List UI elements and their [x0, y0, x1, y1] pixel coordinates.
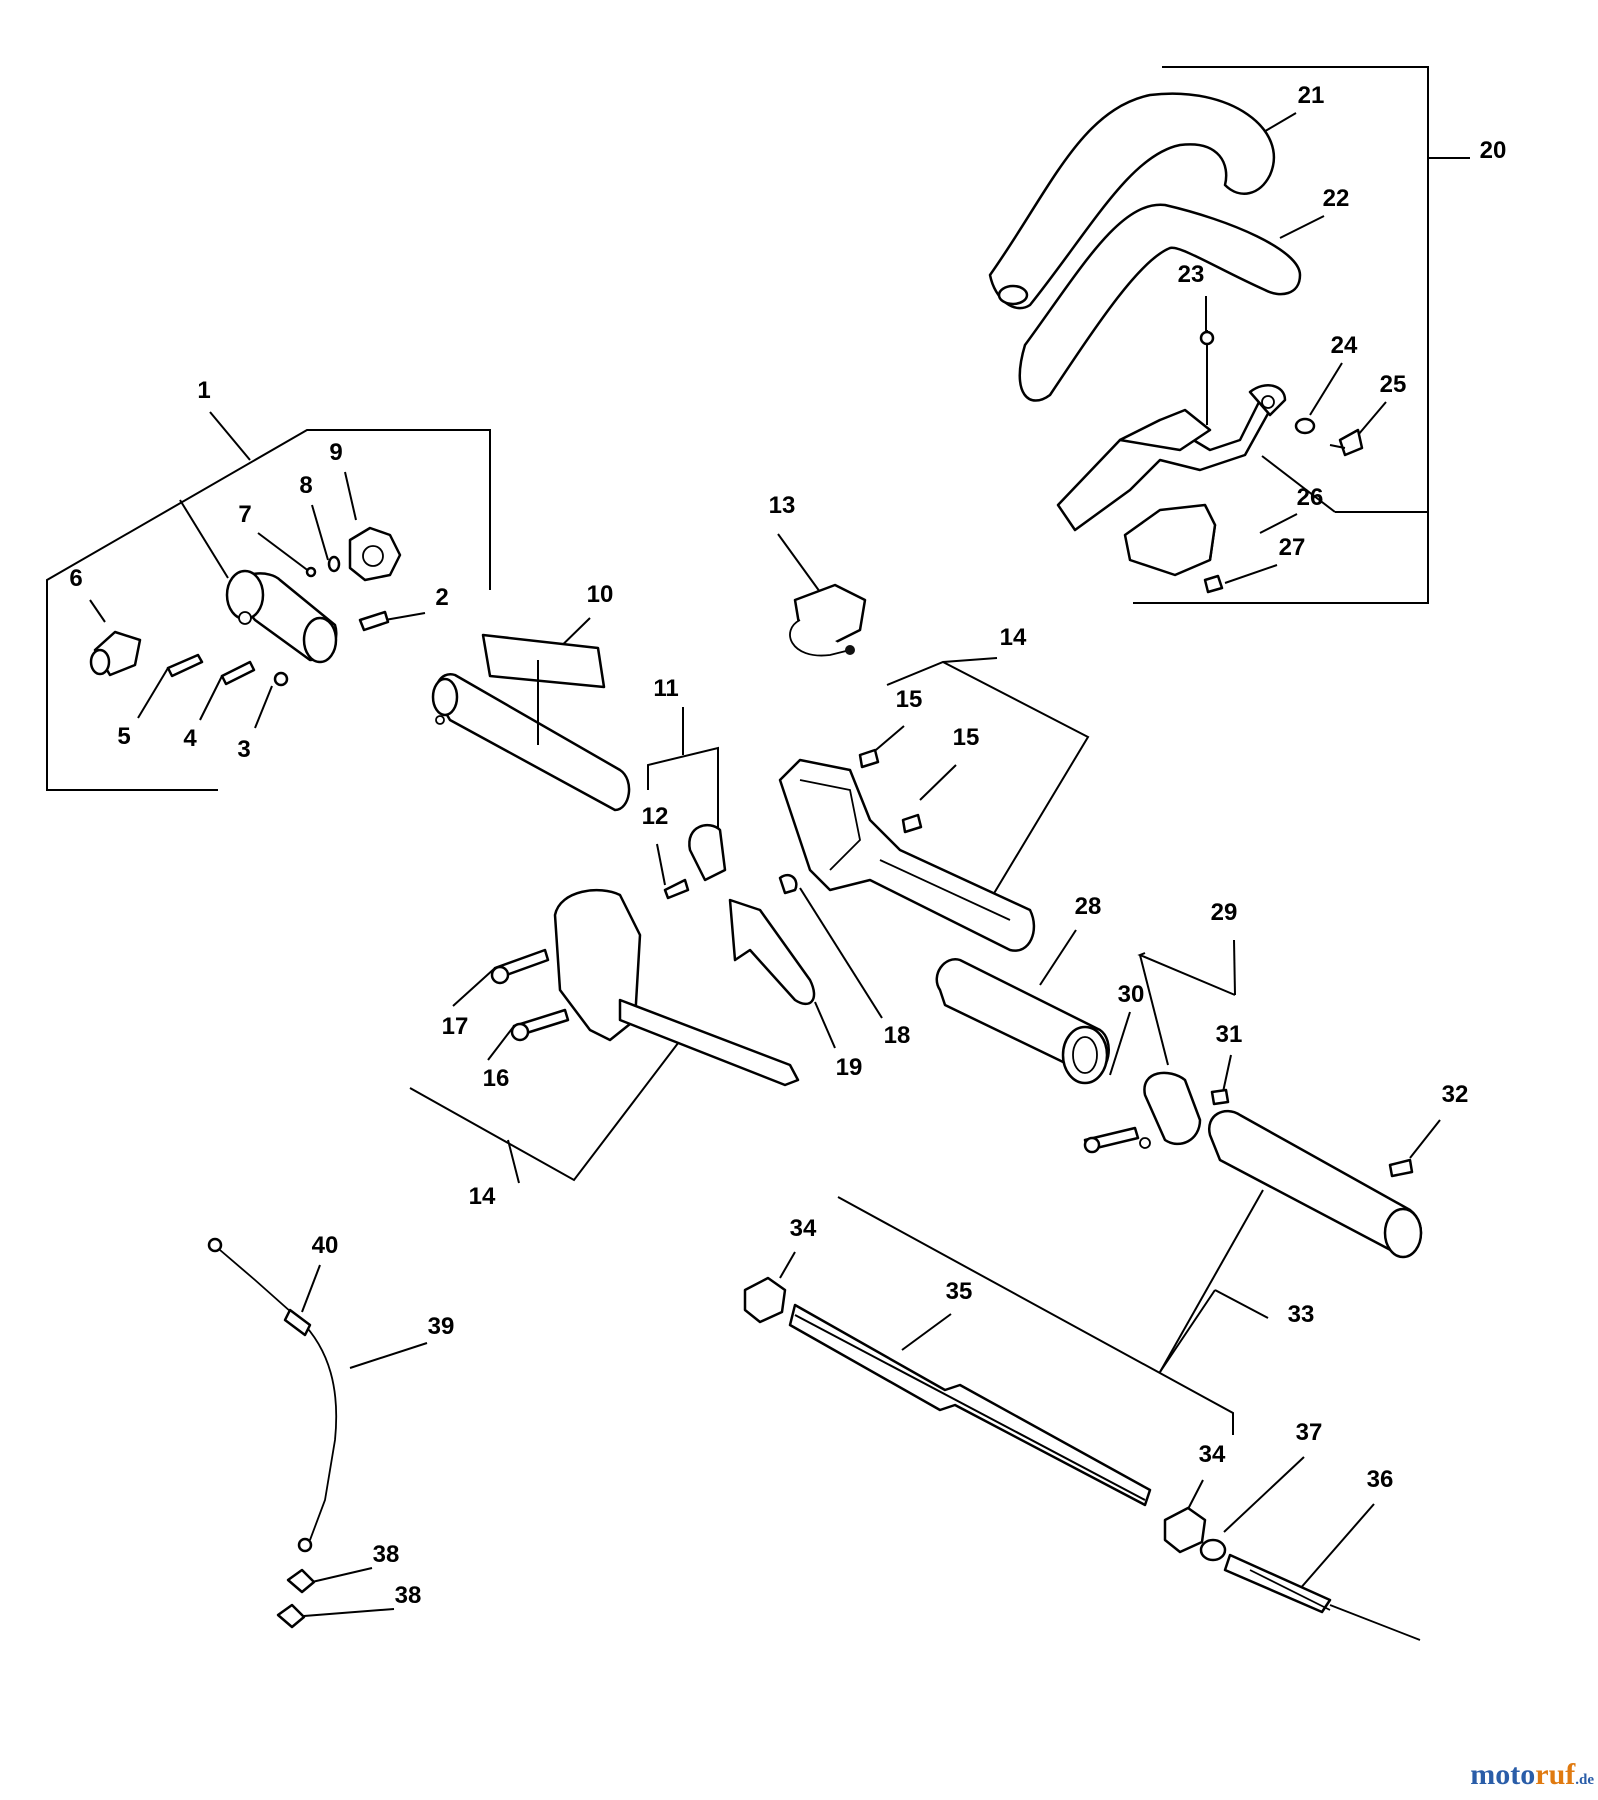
callout-12: 12: [642, 803, 669, 830]
callout-5: 5: [117, 723, 130, 750]
handle-housing-left: [490, 873, 816, 1087]
callout-9: 9: [329, 439, 342, 466]
drive-shaft: [743, 1276, 1421, 1641]
callout-39: 39: [428, 1313, 455, 1340]
callout-27: 27: [1279, 534, 1306, 561]
watermark-logo: motoruf.de: [1470, 1758, 1594, 1792]
watermark-part-2: ruf: [1535, 1758, 1576, 1791]
callout-11: 11: [653, 675, 678, 702]
callout-23: 23: [1178, 261, 1205, 288]
callout-24: 24: [1331, 332, 1358, 359]
callout-16: 16: [483, 1065, 510, 1092]
callout-10: 10: [587, 581, 614, 608]
shaft-coupler-assembly: [89, 526, 402, 687]
callout-8: 8: [299, 472, 312, 499]
callout-35: 35: [946, 1278, 973, 1305]
callout-13: 13: [769, 492, 796, 519]
callout-15a: 15: [896, 686, 923, 713]
callout-32: 32: [1442, 1081, 1469, 1108]
callout-19: 19: [836, 1054, 863, 1081]
callout-31: 31: [1216, 1021, 1243, 1048]
clamp-and-switch: [663, 583, 867, 900]
callout-25: 25: [1380, 371, 1407, 398]
callout-34b: 34: [1199, 1441, 1226, 1468]
callout-40: 40: [312, 1232, 339, 1259]
callout-1: 1: [197, 377, 210, 404]
callout-37: 37: [1296, 1419, 1323, 1446]
watermark-suffix: .de: [1575, 1772, 1594, 1788]
handle-housing-right: [778, 748, 1036, 952]
callout-2: 2: [435, 584, 448, 611]
callout-34a: 34: [790, 1215, 817, 1242]
callout-3: 3: [237, 736, 250, 763]
callout-17: 17: [442, 1013, 469, 1040]
callout-6: 6: [69, 565, 82, 592]
callout-20: 20: [1480, 137, 1507, 164]
callout-26: 26: [1297, 484, 1324, 511]
callout-38a: 38: [373, 1541, 400, 1568]
callout-38b: 38: [395, 1582, 422, 1609]
throttle-cable: [207, 1237, 338, 1629]
watermark-part-1: moto: [1470, 1758, 1536, 1791]
callout-14b: 14: [469, 1183, 496, 1210]
callout-18: 18: [884, 1022, 911, 1049]
callout-15b: 15: [953, 724, 980, 751]
callout-36: 36: [1367, 1466, 1394, 1493]
bracket-lines: [46, 66, 1470, 1435]
callout-33: 33: [1288, 1301, 1315, 1328]
upper-tube: [431, 633, 631, 812]
callout-29: 29: [1211, 899, 1238, 926]
callout-21: 21: [1298, 82, 1325, 109]
callout-30: 30: [1118, 981, 1145, 1008]
loop-handle-assembly: [988, 92, 1364, 594]
callout-7: 7: [238, 501, 251, 528]
grip-and-lower-tube: [935, 957, 1423, 1259]
callout-4: 4: [183, 725, 197, 752]
callout-14a: 14: [1000, 624, 1027, 651]
callout-22: 22: [1323, 185, 1350, 212]
callout-28: 28: [1075, 893, 1102, 920]
